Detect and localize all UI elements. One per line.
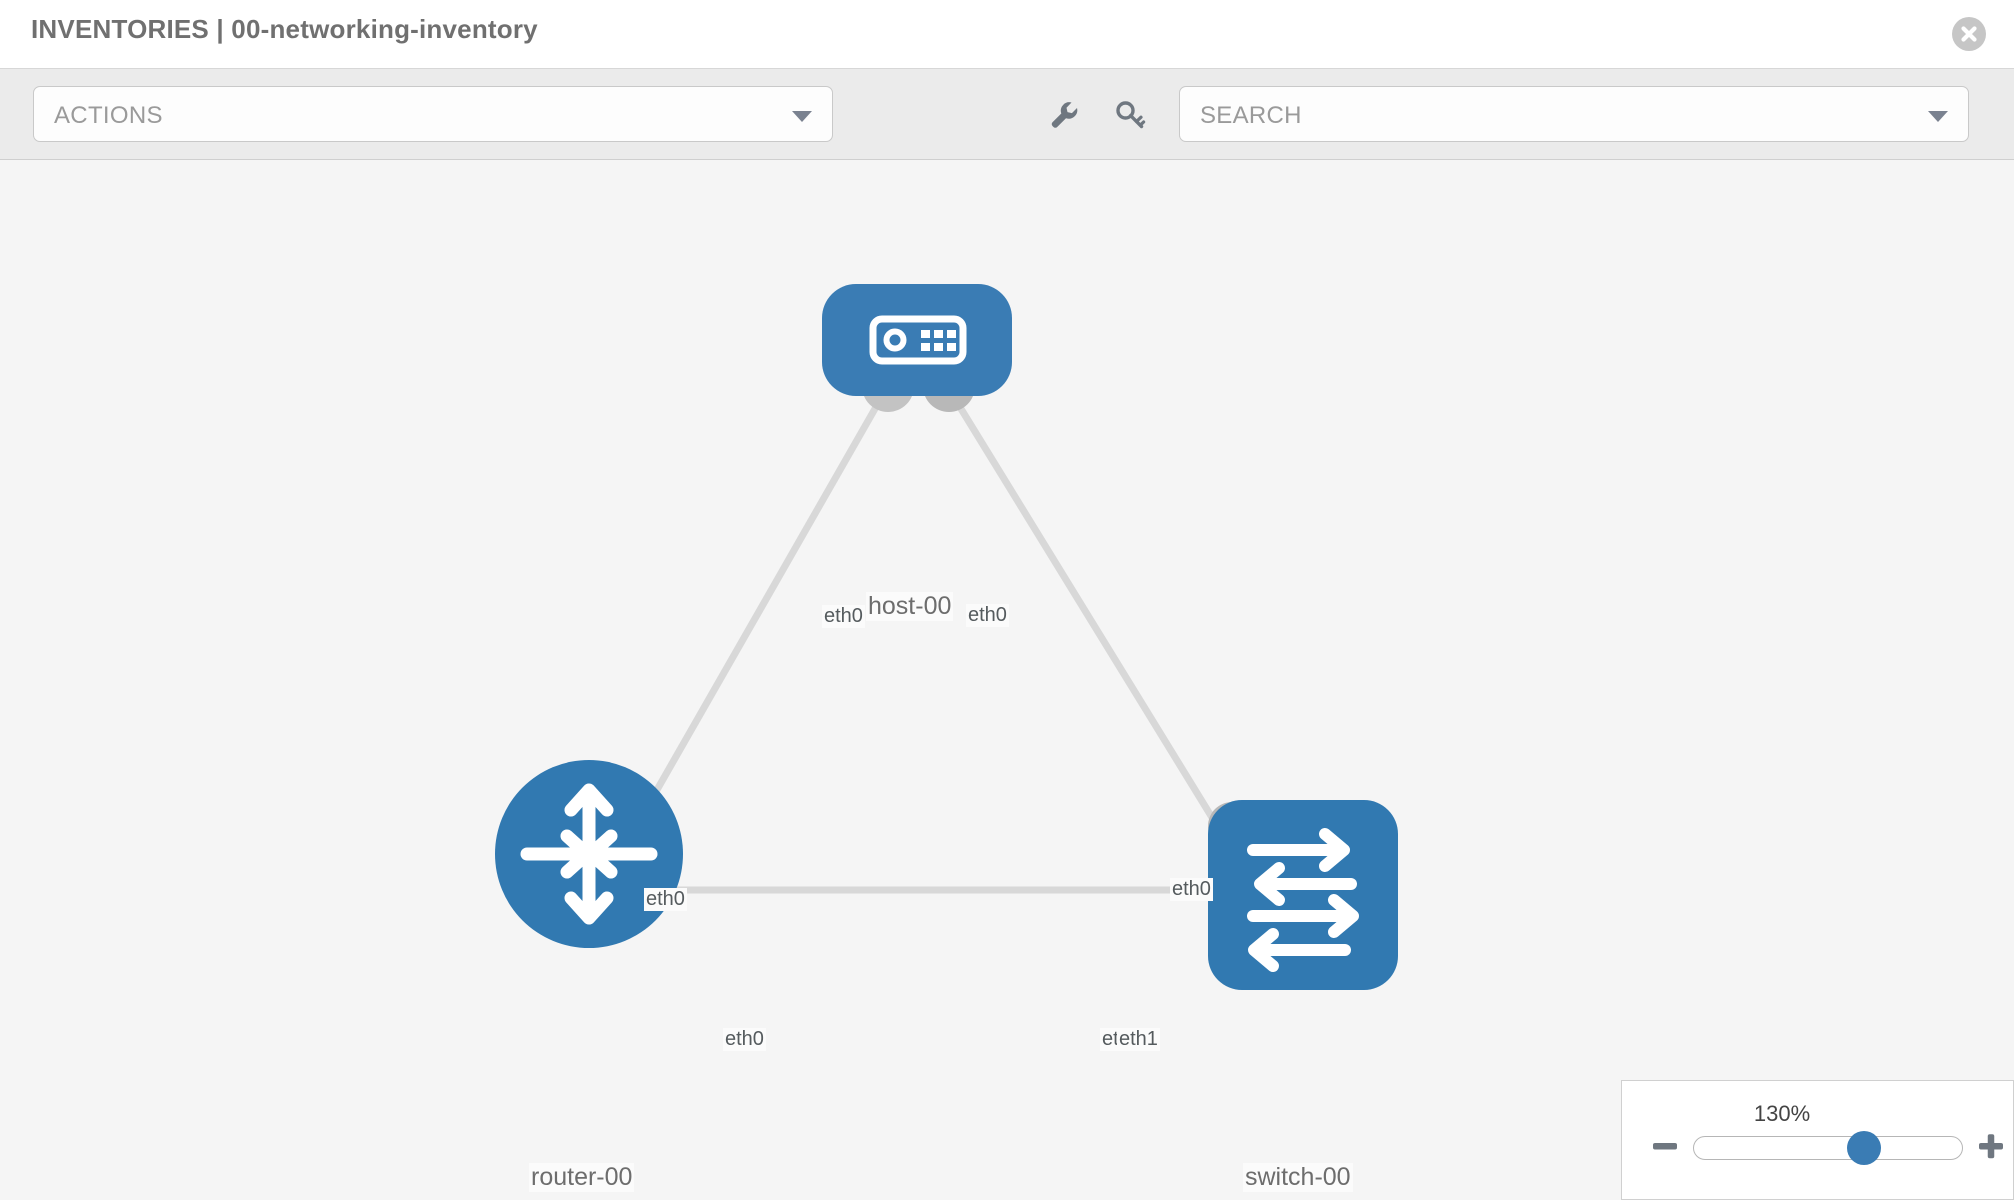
node-label-host-00: host-00 (866, 592, 954, 621)
iface-label: eth0 (644, 888, 687, 911)
iface-label: eth1 (1117, 1028, 1160, 1051)
link-host-router[interactable] (610, 384, 892, 867)
key-icon[interactable] (1110, 95, 1150, 135)
topology-canvas[interactable]: eth0 host-00 eth0 eth0 eth0 eth0 eth0 et… (0, 160, 2014, 1200)
node-router-00[interactable] (495, 760, 683, 948)
zoom-slider-thumb[interactable] (1847, 1131, 1881, 1165)
zoom-slider-track[interactable] (1693, 1131, 1963, 1165)
toolbar: ACTIONS SEARCH (0, 69, 2014, 160)
wrench-glyph (1051, 102, 1078, 128)
server-icon (869, 315, 967, 365)
search-placeholder: SEARCH (1200, 102, 1302, 129)
close-icon[interactable] (1952, 17, 1986, 51)
router-arrows-icon (520, 783, 658, 925)
minus-icon (1653, 1143, 1677, 1150)
chevron-down-icon (792, 111, 812, 122)
chevron-down-icon[interactable] (1928, 111, 1948, 122)
key-glyph (1116, 101, 1146, 129)
zoom-control-panel: 130% (1621, 1080, 2014, 1200)
plus-icon (1979, 1134, 2003, 1159)
actions-dropdown-label: ACTIONS (54, 102, 163, 129)
zoom-level-value: 130% (1753, 1101, 1811, 1126)
zoom-out-button[interactable] (1648, 1129, 1682, 1163)
actions-dropdown[interactable]: ACTIONS (33, 86, 833, 142)
switch-arrows-icon (1247, 828, 1359, 972)
node-host-00[interactable] (822, 284, 1012, 396)
search-input[interactable]: SEARCH (1179, 86, 1969, 142)
iface-label: eth0 (723, 1028, 766, 1051)
iface-label: eth0 (822, 605, 865, 628)
topology-graph (495, 284, 1398, 990)
node-label-router-00: router-00 (529, 1163, 635, 1192)
node-switch-00[interactable] (1208, 800, 1398, 990)
close-circle-icon (1952, 17, 1986, 51)
iface-label: eth0 (1170, 878, 1213, 901)
zoom-in-button[interactable] (1974, 1129, 2008, 1163)
page-title: INVENTORIES | 00-networking-inventory (31, 14, 538, 44)
wrench-icon[interactable] (1044, 95, 1084, 135)
link-host-switch[interactable] (944, 384, 1235, 852)
node-label-switch-00: switch-00 (1243, 1163, 1353, 1192)
page-header: INVENTORIES | 00-networking-inventory (0, 0, 2014, 69)
iface-label: eth0 (966, 604, 1009, 627)
